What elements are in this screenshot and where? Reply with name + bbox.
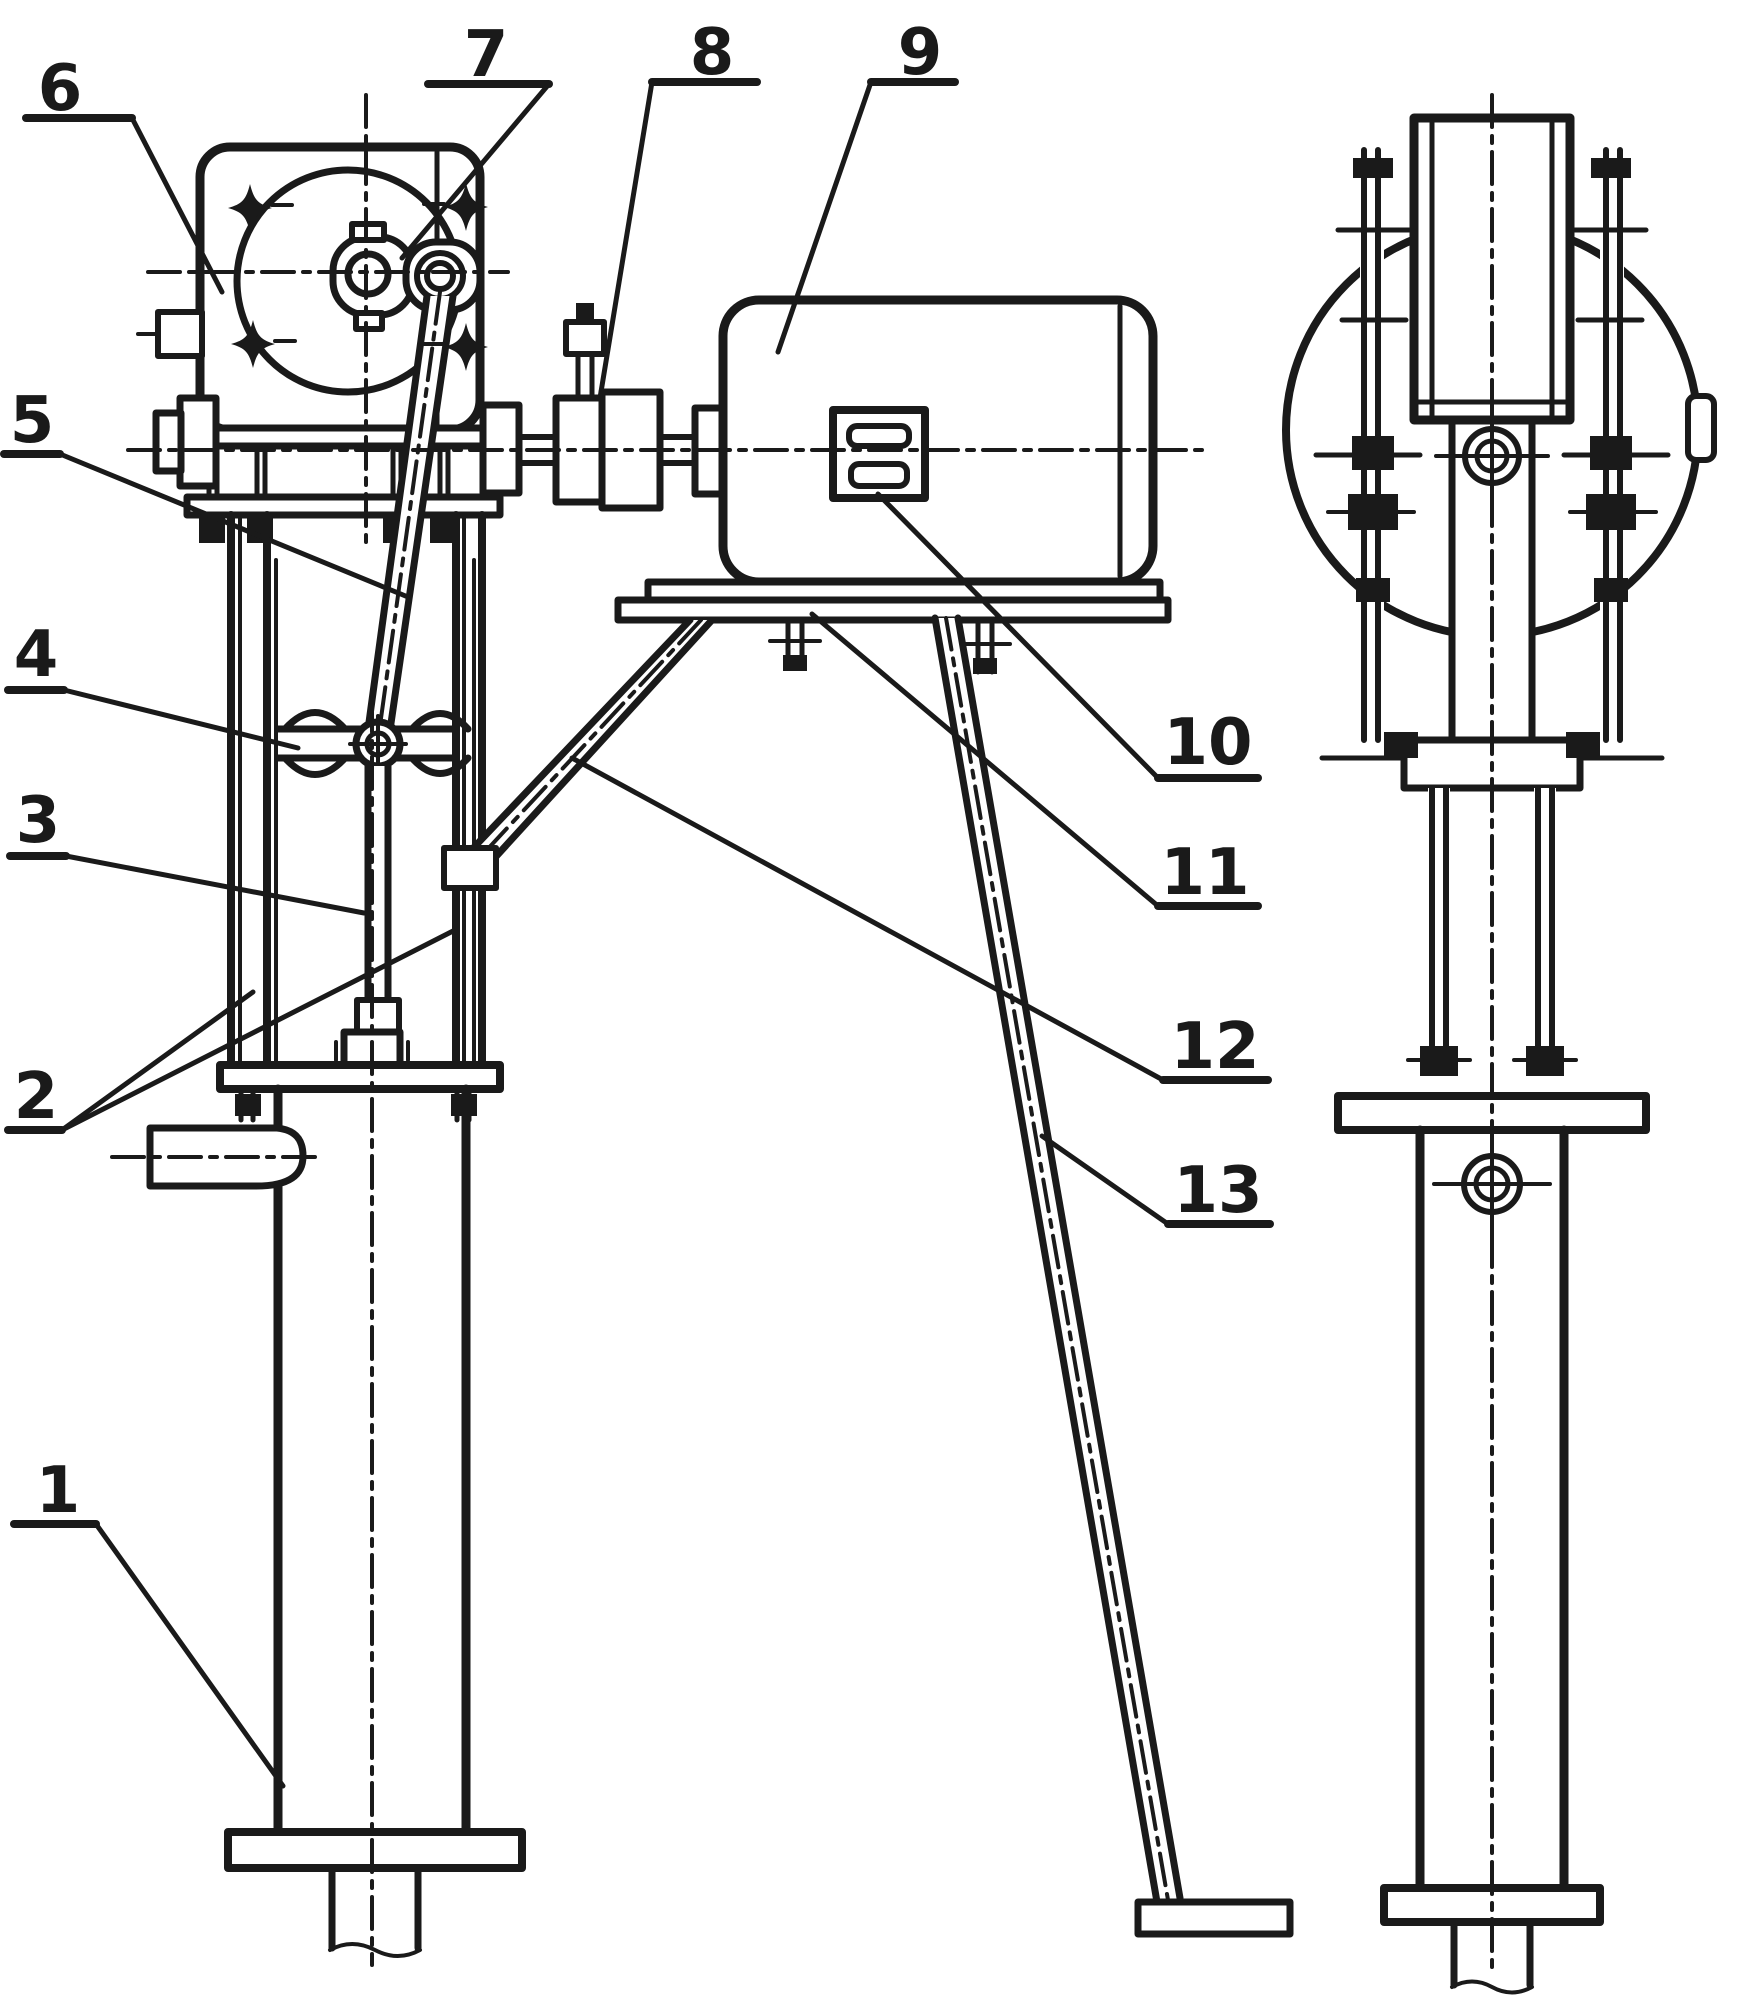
tie-rods-lower <box>1406 785 1578 1076</box>
leader-line-5 <box>57 451 411 600</box>
callout-10: 10 <box>875 491 1262 782</box>
callout-6: 6 <box>22 52 225 295</box>
part-label-6: 6 <box>38 52 83 126</box>
leader-line-12 <box>569 755 1166 1083</box>
front-view <box>110 93 1294 1967</box>
callout-13: 13 <box>1039 1133 1274 1228</box>
connecting-rod <box>363 290 457 742</box>
leader-line-6 <box>129 115 225 295</box>
riser-pipe-column <box>224 1084 526 1958</box>
support-leg-right <box>931 614 1294 1938</box>
coupling <box>479 303 727 512</box>
leader-line-7 <box>399 81 552 261</box>
part-label-8: 8 <box>690 16 735 90</box>
leader-line-13 <box>1039 1133 1171 1227</box>
callout-5: 5 <box>0 384 411 600</box>
callout-1: 1 <box>10 1454 286 1789</box>
gearbox-bolt-markers <box>228 183 488 371</box>
motor-mounting-bracket <box>614 578 1172 675</box>
part-label-13: 13 <box>1173 1154 1262 1228</box>
leader-line-11 <box>809 611 1161 909</box>
leader-line-4 <box>61 687 301 751</box>
part-label-10: 10 <box>1163 706 1252 780</box>
support-frame-uprights <box>227 511 486 1069</box>
side-view <box>1282 93 1717 1995</box>
leader-line-2b <box>59 927 458 1133</box>
callout-7: 7 <box>399 18 553 261</box>
callouts: 6 7 8 9 5 4 3 <box>0 16 1274 1789</box>
callout-3: 3 <box>6 784 367 916</box>
leader-line-8 <box>597 79 655 401</box>
base-plate <box>216 1061 504 1123</box>
callout-9: 9 <box>775 16 959 355</box>
leader-line-2a <box>59 989 256 1133</box>
part-label-7: 7 <box>464 18 509 92</box>
part-label-4: 4 <box>14 618 59 692</box>
gearbox-mounting-flange <box>173 424 504 543</box>
callout-12: 12 <box>569 755 1272 1084</box>
terminal-box <box>829 406 929 502</box>
riser-pipe-column-side <box>1380 1124 1604 1995</box>
callout-8: 8 <box>597 16 761 401</box>
callout-11: 11 <box>809 611 1262 910</box>
outlet-spout <box>110 1124 324 1190</box>
crosshead-pin <box>348 714 408 774</box>
tie-rods-upper <box>1313 147 1671 743</box>
part-label-11: 11 <box>1160 836 1249 910</box>
callout-4: 4 <box>4 618 301 751</box>
support-leg-left <box>441 616 716 891</box>
part-label-9: 9 <box>898 16 943 90</box>
part-label-2: 2 <box>14 1060 59 1134</box>
electric-motor <box>718 295 1158 587</box>
part-label-3: 3 <box>16 784 61 858</box>
input-shaft-boss <box>152 394 220 490</box>
part-label-5: 5 <box>10 384 55 458</box>
crank-pin <box>402 238 484 314</box>
centerlines-front-view <box>126 93 1207 1967</box>
callout-2: 2 <box>4 927 458 1134</box>
leader-line-9 <box>775 79 874 355</box>
leader-line-1 <box>93 1521 286 1789</box>
part-label-1: 1 <box>36 1454 81 1528</box>
leader-line-10 <box>875 491 1161 781</box>
leader-line-3 <box>63 853 367 916</box>
part-label-12: 12 <box>1170 1010 1259 1084</box>
